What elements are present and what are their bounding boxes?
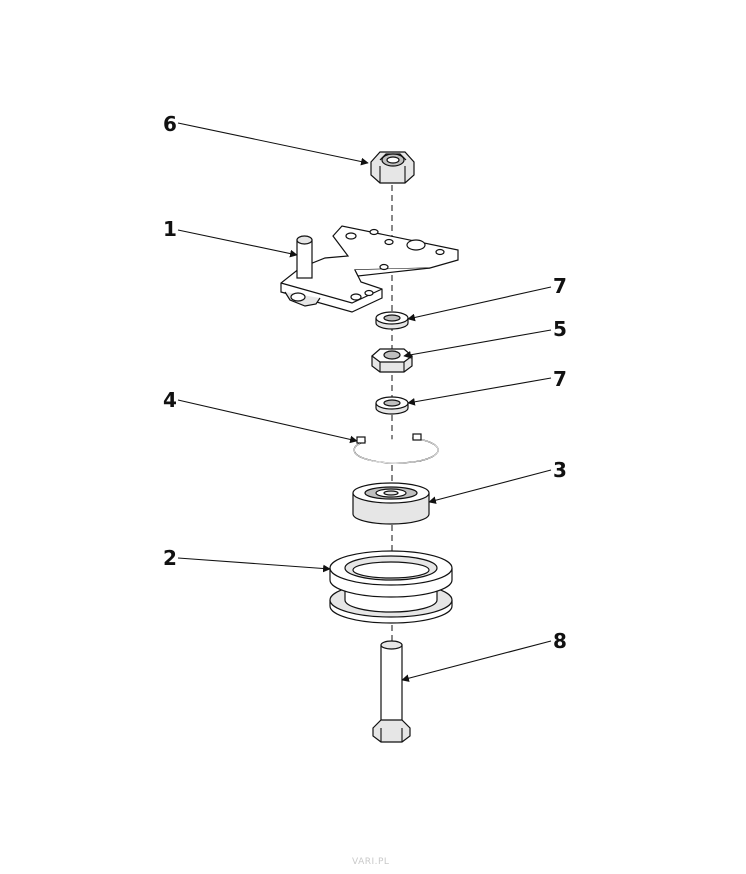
part-7-washer-lower xyxy=(375,396,409,415)
leader-2 xyxy=(177,557,331,573)
callout-2: 2 xyxy=(163,546,177,570)
leader-6 xyxy=(177,122,369,166)
part-1-bracket-plate xyxy=(280,225,459,313)
callout-4: 4 xyxy=(163,388,177,412)
part-8-bolt xyxy=(372,640,411,743)
callout-7-upper: 7 xyxy=(553,274,567,298)
part-3-bearing xyxy=(352,482,430,525)
part-5-nut xyxy=(371,348,413,373)
part-2-pulley xyxy=(329,550,453,624)
leader-1 xyxy=(177,229,298,258)
leader-4 xyxy=(177,399,358,444)
callout-5: 5 xyxy=(553,317,567,341)
part-6-lock-nut xyxy=(370,151,415,184)
leader-5 xyxy=(403,329,552,359)
callout-3: 3 xyxy=(553,458,567,482)
callout-6: 6 xyxy=(163,112,177,136)
part-4-retaining-ring xyxy=(353,433,439,464)
leader-8 xyxy=(401,640,552,682)
leader-7a xyxy=(407,286,552,322)
leader-7b xyxy=(407,377,552,406)
callout-8: 8 xyxy=(553,629,567,653)
part-7-washer-upper xyxy=(375,311,409,330)
callout-7-lower: 7 xyxy=(553,367,567,391)
watermark: VARI.PL xyxy=(352,857,389,867)
callout-1: 1 xyxy=(163,217,177,241)
leader-3 xyxy=(428,469,552,504)
